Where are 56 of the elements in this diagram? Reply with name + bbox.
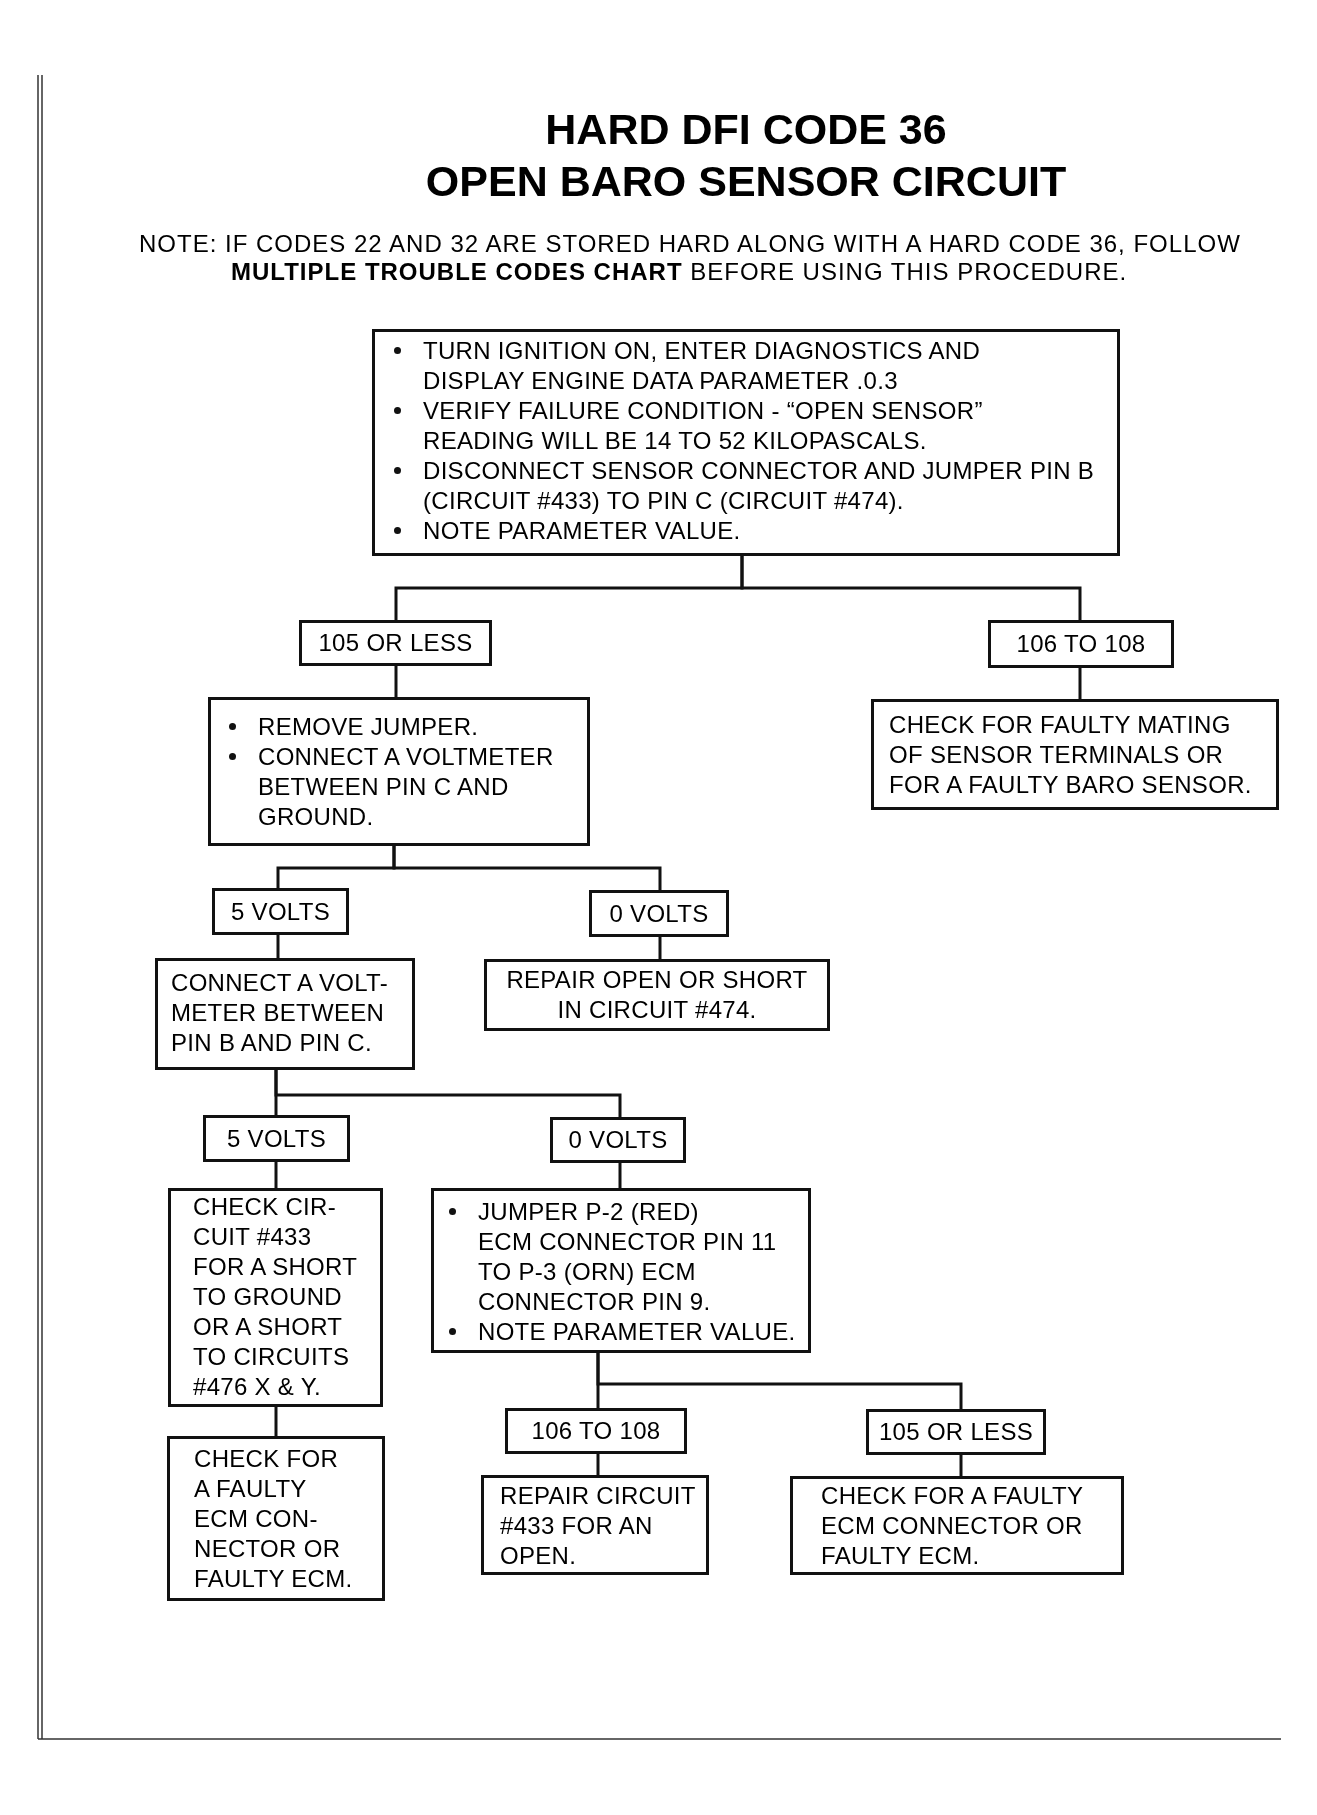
- step-box: [431, 1188, 811, 1353]
- connector-line: [394, 666, 398, 697]
- condition-box: [505, 1408, 687, 1454]
- condition-box: [866, 1409, 1046, 1455]
- condition-text: 105 OR LESS: [318, 628, 473, 658]
- step-box: [481, 1475, 709, 1575]
- condition-box: [203, 1115, 350, 1162]
- step-box: [484, 959, 830, 1031]
- connector-line: [274, 1162, 278, 1188]
- condition-box: [550, 1117, 686, 1163]
- step-box: [871, 699, 1279, 810]
- connector-line: [596, 1454, 600, 1475]
- connector-line: [596, 1353, 963, 1409]
- step-text: REPAIR OPEN OR SHORT IN CIRCUIT #474.: [506, 965, 808, 1025]
- step-text: CONNECT A VOLTMETER BETWEEN PIN C AND GROUND.: [258, 742, 554, 832]
- connector-line: [959, 1455, 963, 1476]
- condition-text: 106 TO 108: [531, 1416, 661, 1446]
- step-text: VERIFY FAILURE CONDITION - “OPEN SENSOR” READING WILL BE 14 TO 52 KILOPASCALS.: [423, 396, 983, 456]
- connector-line: [276, 935, 280, 958]
- condition-text: 5 VOLTS: [230, 896, 330, 927]
- step-text: CHECK FOR A FAULTY ECM CON- NECTOR OR FAULTY ECM.: [194, 1444, 353, 1594]
- step-box: [372, 329, 1120, 556]
- connector-line: [392, 846, 662, 890]
- step-box: [790, 1476, 1124, 1575]
- note-text: NOTE: IF CODES 22 AND 32 ARE STORED HARD ALONG WITH A HARD CODE 36, FOLLOW MULTIPLE TROUBLE CODES CHART BEFORE USING THIS PROCEDURE.: [139, 230, 1242, 286]
- step-box: [167, 1436, 385, 1601]
- step-box: [208, 697, 590, 846]
- step-text: REPAIR CIRCUIT #433 FOR AN OPEN.: [500, 1481, 696, 1571]
- step-text: TURN IGNITION ON, ENTER DIAGNOSTICS AND DISPLAY ENGINE DATA PARAMETER .0.3: [423, 336, 981, 396]
- condition-box: [988, 620, 1174, 668]
- step-box: [155, 958, 415, 1070]
- step-text: NOTE PARAMETER VALUE.: [478, 1317, 796, 1347]
- connector-line: [740, 556, 1082, 620]
- condition-text: 106 TO 108: [1016, 629, 1146, 659]
- title: HARD DFI CODE 36 OPEN BARO SENSOR CIRCUIT: [425, 104, 1067, 207]
- connector-line: [274, 1070, 622, 1117]
- condition-text: 105 OR LESS: [878, 1417, 1034, 1447]
- connector-line: [1078, 668, 1082, 699]
- condition-text: 0 VOLTS: [609, 898, 709, 929]
- condition-box: [212, 888, 349, 935]
- connector-line: [274, 1407, 278, 1436]
- connector-line: [618, 1163, 622, 1188]
- condition-box: [589, 890, 729, 937]
- condition-text: 5 VOLTS: [226, 1123, 326, 1154]
- step-text: CHECK FOR A FAULTY ECM CONNECTOR OR FAULTY ECM.: [821, 1481, 1084, 1571]
- step-text: DISCONNECT SENSOR CONNECTOR AND JUMPER PIN B (CIRCUIT #433) TO PIN C (CIRCUIT #474).: [423, 456, 1095, 516]
- step-text: CHECK FOR FAULTY MATING OF SENSOR TERMINALS OR FOR A FAULTY BARO SENSOR.: [889, 710, 1252, 800]
- step-text: JUMPER P-2 (RED) ECM CONNECTOR PIN 11 TO P-3 (ORN) ECM CONNECTOR PIN 9.: [478, 1197, 777, 1317]
- step-text: CONNECT A VOLT- METER BETWEEN PIN B AND PIN C.: [171, 968, 389, 1058]
- step-box: [168, 1188, 383, 1407]
- connector-line: [658, 937, 662, 959]
- step-text: NOTE PARAMETER VALUE.: [423, 516, 741, 546]
- condition-text: 0 VOLTS: [568, 1125, 668, 1155]
- step-text: CHECK CIR- CUIT #433 FOR A SHORT TO GROUND OR A SHORT TO CIRCUITS #476 X & Y.: [193, 1192, 358, 1402]
- step-text: REMOVE JUMPER.: [258, 712, 479, 742]
- condition-box: [299, 620, 492, 666]
